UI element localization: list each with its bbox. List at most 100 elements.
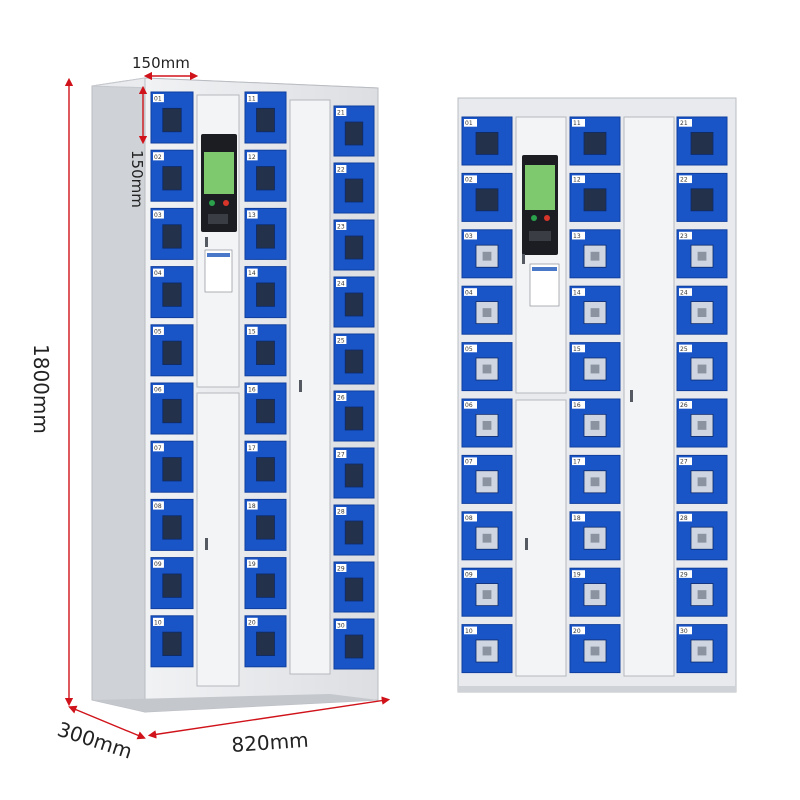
locker-door[interactable]: 22 <box>333 162 375 214</box>
locker-door[interactable]: 08 <box>150 498 194 551</box>
locker-window <box>256 340 275 365</box>
locker-number: 12 <box>573 177 581 184</box>
locker-door[interactable]: 20 <box>569 624 621 674</box>
locker-door[interactable]: 09 <box>461 567 513 617</box>
locker-window <box>162 398 182 424</box>
locker-door[interactable]: 22 <box>676 172 728 222</box>
locker-door[interactable]: 26 <box>333 390 375 442</box>
locker-number: 29 <box>680 571 688 578</box>
locker-door[interactable]: 20 <box>244 615 287 668</box>
locker-door[interactable]: 05 <box>150 324 194 377</box>
charging-socket-icon <box>590 364 600 374</box>
locker-window <box>256 573 275 598</box>
locker-door[interactable]: 01 <box>150 91 194 144</box>
locker-door[interactable]: 28 <box>333 504 375 556</box>
locker-door[interactable]: 15 <box>569 342 621 392</box>
locker-window <box>256 107 275 133</box>
locker-window <box>162 573 182 598</box>
locker-door[interactable]: 25 <box>333 333 375 385</box>
locker-number: 11 <box>573 120 581 127</box>
locker-door[interactable]: 23 <box>676 229 728 279</box>
locker-door[interactable]: 17 <box>569 454 621 504</box>
locker-door[interactable]: 08 <box>461 511 513 561</box>
locker-window <box>344 292 364 317</box>
locker-door[interactable]: 16 <box>569 398 621 448</box>
locker-number: 02 <box>154 154 162 161</box>
locker-door[interactable]: 15 <box>244 324 287 377</box>
locker-window <box>256 631 275 656</box>
locker-door[interactable]: 12 <box>244 149 287 202</box>
locker-door[interactable]: 01 <box>461 116 513 166</box>
locker-door[interactable]: 07 <box>150 440 194 493</box>
locker-door[interactable]: 13 <box>569 229 621 279</box>
locker-door[interactable]: 29 <box>333 561 375 613</box>
locker-door[interactable]: 27 <box>676 454 728 504</box>
locker-number-tag <box>153 385 164 394</box>
locker-door[interactable]: 09 <box>150 557 194 610</box>
locker-number: 04 <box>465 289 473 296</box>
charging-socket-icon <box>697 251 707 261</box>
locker-door[interactable]: 03 <box>461 229 513 279</box>
locker-door[interactable]: 24 <box>333 276 375 328</box>
locker-number-tag <box>679 570 692 578</box>
locker-number-tag <box>336 507 347 515</box>
locker-door[interactable]: 06 <box>150 382 194 435</box>
locker-number: 11 <box>248 96 256 103</box>
locker-door[interactable]: 30 <box>333 618 375 670</box>
locker-window <box>344 178 364 203</box>
locker-door[interactable]: 27 <box>333 447 375 499</box>
locker-door[interactable]: 28 <box>676 511 728 561</box>
locker-door[interactable]: 10 <box>461 624 513 674</box>
locker-door[interactable]: 04 <box>150 266 194 319</box>
locker-door[interactable]: 21 <box>333 105 375 157</box>
locker-number: 29 <box>337 566 345 573</box>
locker-door[interactable]: 16 <box>244 382 287 435</box>
locker-door[interactable]: 12 <box>569 172 621 222</box>
locker-door[interactable]: 04 <box>461 285 513 335</box>
locker-number: 26 <box>680 402 688 409</box>
locker-door[interactable]: 21 <box>676 116 728 166</box>
locker-door[interactable]: 19 <box>244 557 287 610</box>
red-button-icon <box>223 200 229 206</box>
locker-door[interactable]: 29 <box>676 567 728 617</box>
locker-number-tag <box>572 175 585 184</box>
locker-window <box>162 631 182 656</box>
locker-door[interactable]: 05 <box>461 342 513 392</box>
locker-window <box>583 188 607 212</box>
locker-door[interactable]: 14 <box>244 266 287 319</box>
cabinet-base <box>458 686 736 692</box>
locker-number-tag <box>336 336 347 344</box>
locker-door[interactable]: 13 <box>244 207 287 260</box>
locker-number: 16 <box>573 402 581 409</box>
locker-door[interactable]: 26 <box>676 398 728 448</box>
locker-number-tag <box>679 626 692 635</box>
locker-door[interactable]: 03 <box>150 207 194 260</box>
locker-door[interactable]: 18 <box>244 498 287 551</box>
locker-window <box>256 457 275 482</box>
locker-door[interactable]: 24 <box>676 285 728 335</box>
locker-number: 21 <box>680 120 688 127</box>
locker-door[interactable]: 14 <box>569 285 621 335</box>
locker-number: 14 <box>573 289 581 296</box>
locker-door[interactable]: 25 <box>676 342 728 392</box>
locker-door[interactable]: 17 <box>244 440 287 493</box>
locker-door[interactable]: 10 <box>150 615 194 668</box>
locker-door[interactable]: 30 <box>676 624 728 674</box>
locker-door[interactable]: 11 <box>244 91 287 144</box>
locker-number: 20 <box>248 619 256 626</box>
locker-door[interactable]: 06 <box>461 398 513 448</box>
locker-window <box>256 282 275 307</box>
locker-door[interactable]: 23 <box>333 219 375 271</box>
locker-window <box>690 131 714 155</box>
locker-number: 26 <box>337 395 345 402</box>
locker-door[interactable]: 18 <box>569 511 621 561</box>
locker-number: 07 <box>154 445 162 452</box>
locker-door[interactable]: 19 <box>569 567 621 617</box>
locker-number: 18 <box>573 515 581 522</box>
charging-socket-icon <box>697 420 707 430</box>
locker-door[interactable]: 02 <box>461 172 513 222</box>
locker-door[interactable]: 02 <box>150 149 194 202</box>
locker-door[interactable]: 11 <box>569 116 621 166</box>
locker-door[interactable]: 07 <box>461 454 513 504</box>
